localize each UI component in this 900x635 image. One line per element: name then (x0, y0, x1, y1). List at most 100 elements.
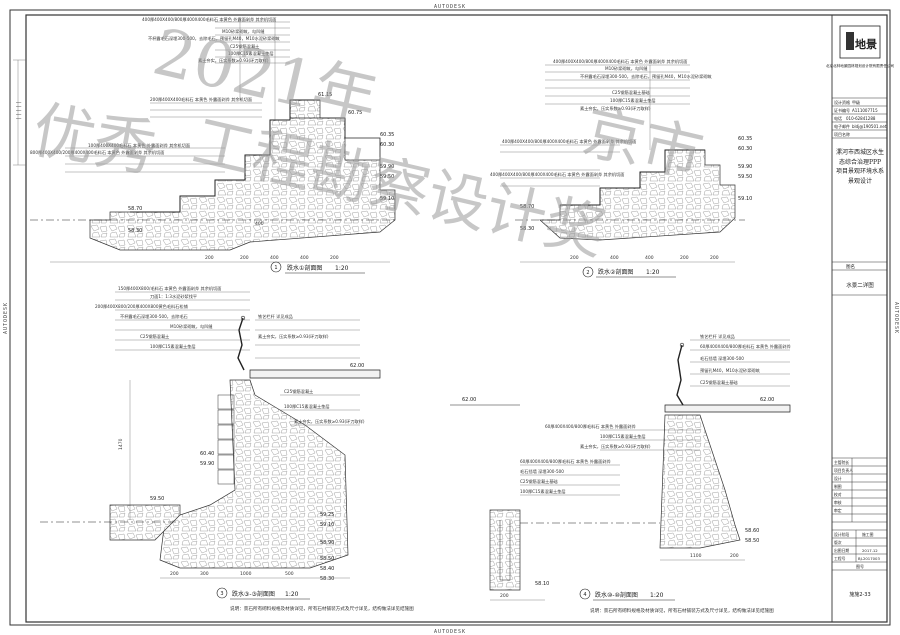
project-name: 漯河市西城区水生态综合治理PPP项目景观环境水系景观设计 (836, 149, 884, 185)
cert-value: 甲级 (852, 99, 860, 105)
cert-no: A111007715 (852, 108, 878, 113)
section-1-elev-5: 59.90 (380, 164, 394, 170)
section-1-label-3: 不杯露毛石深埋300-500，去除毛石，预留孔M40，M10水泥砂浆砌筑 (148, 35, 281, 42)
section-3-elev-7: 58.90 (320, 540, 334, 546)
section-3-title: 跌水③-③剖面图 (232, 590, 275, 598)
section-3-lower-wall (109, 504, 181, 541)
roles-table (832, 457, 887, 523)
section-2-elev-7: 58.30 (520, 226, 534, 232)
section-4-upper-slab (664, 404, 791, 413)
section-2-label-1: 400厚400X400/800厚400X400毛料石 本黄色 外露面剁斧 其余机… (553, 58, 687, 65)
section-1-label-4: C25钢筋混凝土 (230, 43, 259, 50)
section-4-lower-basin (489, 509, 521, 591)
phone: 010-62841288 (846, 116, 876, 121)
section-4-number: 4 (583, 592, 586, 598)
section-1-label-2: M10砂浆砌筑，勾凹缝 (222, 28, 265, 35)
section-3-elev-1: 62.00 (350, 363, 364, 369)
section-2-label-2: M10砂浆砌筑，勾凹缝 (605, 65, 648, 72)
section-3-elev-6: 59.10 (320, 522, 334, 528)
section-1-elev-9: 58.30 (128, 228, 142, 234)
section-4-label-6: 60厚400X400/800厚毛料石 本黄色 外露面剁斧 (545, 423, 636, 430)
section-3-elev-10: 58.30 (320, 576, 334, 582)
section-4-label-3: 毛石挡墙 深埋300-500 (700, 355, 744, 362)
info-table (832, 529, 887, 571)
role-3: 设计 (834, 476, 842, 481)
section-2-elev-2: 60.30 (738, 146, 752, 152)
role-5: 校对 (834, 492, 842, 497)
section-3-upper-slab (249, 369, 381, 379)
section-2-dim-1: 200 (570, 255, 579, 261)
section-2-label-5: 100厚C15素混凝土垫层 (610, 97, 656, 104)
section-1: 400厚400X400/800厚400X400毛料石 本黄色 外露面剁斧 其余机… (30, 16, 396, 274)
section-4-label-8: 素土夯实，压实系数≥0.93(环刀取样) (580, 443, 651, 450)
section-1-dim-1: 200 (205, 255, 214, 261)
section-2-dim-3: 400 (645, 255, 654, 261)
section-1-label-5: 100厚C15素混凝土垫层 (228, 50, 274, 57)
section-2-scale: 1:20 (646, 269, 660, 276)
section-3-dim-5: 500 (285, 571, 294, 577)
section-1-number-circle (270, 261, 282, 273)
section-2-label-7: 400厚400X400/800厚400X400毛料石 本黄色 外露面剁斧 其余机… (502, 138, 636, 145)
section-2-dim-4: 200 (680, 255, 689, 261)
section-4-elev-1: 62.00 (462, 397, 476, 403)
section-1-elev-6: 59.50 (380, 174, 394, 180)
section-3: 150厚400X800/毛料石 本黄色 外露面剁斧 其余机切面 刀面1：1:3水… (40, 285, 414, 612)
section-3-label-5: M10砂浆砌筑，勾凹缝 (170, 323, 213, 330)
section-3-label-7: 100厚C15素混凝土垫层 (150, 343, 196, 350)
section-1-label-7: 200厚400X400毛料石 本黄色 外露面剁斧 其余机切面 (150, 96, 252, 103)
section-3-label-9: 铁艺栏杆 详见成品 (258, 313, 293, 320)
section-2-label-8: 400厚400X400/800厚400X400毛料石 本黄色 外露面剁斧 其余机… (490, 171, 624, 178)
company-logo: 地景 (846, 32, 877, 51)
section-3-label-12: 素土夯实，压实系数≥0.93(环刀取样) (294, 418, 365, 425)
section-1-title: 跌水①剖面图 (287, 264, 322, 272)
section-4-dim-2: 1100 (690, 553, 702, 559)
section-1-number: 1 (274, 265, 277, 271)
section-3-label-11: 100厚C15素混凝土垫层 (284, 403, 330, 410)
section-4-wall (659, 414, 741, 549)
project-no-label: 工程号 (834, 556, 846, 561)
section-4: 铁艺栏杆 详见成品 60厚400X400/800厚毛料石 本黄色 外露面剁斧 毛… (450, 333, 791, 614)
watermark-line-1: 优秀 (27, 93, 162, 186)
section-4-scale: 1:20 (650, 592, 664, 599)
phone-label: 电话 (834, 115, 842, 121)
section-4-dim-3: 200 (730, 553, 739, 559)
autodesk-stamp-left: AUTODESK (3, 302, 9, 334)
section-1-dim-4: 400 (300, 255, 309, 261)
section-4-label-9: 60厚400X400/800厚毛料石 本黄色 外露面剁斧 (520, 458, 611, 465)
section-2-elev-1: 60.35 (738, 136, 752, 142)
section-1-dim-3: 400 (270, 255, 279, 261)
section-1-elev-7: 59.10 (380, 196, 394, 202)
section-4-elev-5: 58.10 (535, 581, 549, 587)
section-3-dim-2: 200 (170, 571, 179, 577)
section-1-elev-3: 60.35 (380, 132, 394, 138)
section-3-label-4: 不杯露毛石深埋300-500，去除毛石 (120, 313, 188, 320)
section-3-railing (237, 317, 245, 371)
section-3-elev-4: 59.50 (150, 496, 164, 502)
sheet-no-label: 图号 (856, 563, 864, 569)
section-1-elev-2: 60.75 (348, 110, 362, 116)
binding-strip: ||||| (13, 59, 26, 166)
section-2-elev-6: 58.70 (520, 204, 534, 210)
section-3-elev-5: 59.25 (320, 512, 334, 518)
section-4-label-4: 预留孔M40，M10水泥砂浆砌筑 (700, 367, 761, 374)
project-label: 项目名称 (834, 131, 850, 137)
section-2-label-3: 不杯露毛石深埋300-500，去除毛石，预留孔M40，M10水泥砂浆砌筑 (580, 73, 713, 80)
section-3-wall (159, 379, 349, 569)
section-2-elev-4: 59.50 (738, 174, 752, 180)
section-2-title: 跌水②剖面图 (598, 268, 633, 276)
section-2-dim-2: 400 (610, 255, 619, 261)
section-1-dim-2: 200 (240, 255, 249, 261)
role-2: 项目负责人 (834, 468, 853, 473)
section-1-label-1: 400厚400X400/800厚400X400毛料石 本黄色 外露面剁斧 其余机… (142, 16, 276, 23)
section-3-elev-2: 60.40 (200, 451, 214, 457)
section-4-title: 跌水⑩-⑩剖面图 (595, 591, 638, 599)
date-value: 2017.12 (862, 548, 878, 553)
section-4-label-11: C25钢筋混凝土基础 (520, 478, 558, 485)
section-1-label-6: 素土夯实，压实系数≥0.93(环刀取样) (198, 57, 269, 64)
section-4-label-12: 100厚C15素混凝土垫层 (520, 488, 566, 495)
section-3-label-8: 素土夯实，压实系数≥0.93(环刀取样) (258, 333, 329, 340)
role-7: 审定 (834, 508, 842, 513)
project-no-value: BJ-2017003 (858, 556, 880, 561)
section-3-label-2: 刀面1：1:3水泥砂浆找平 (150, 293, 197, 300)
